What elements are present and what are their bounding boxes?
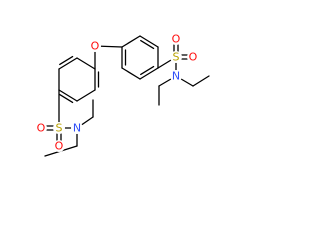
ring-bond (76, 89, 96, 102)
atom-label-o-left-2: O (55, 140, 64, 153)
ring-double-bond (140, 65, 155, 76)
bond-lines (40, 35, 210, 157)
atom-label-o-right-2: O (189, 51, 198, 64)
ring-bond (139, 67, 159, 80)
ring-double-bond (59, 55, 74, 66)
atom-label-o-right-1: O (172, 33, 181, 46)
atom-label-background (53, 122, 65, 134)
ring-double-bond (140, 39, 155, 50)
atom-label-n-right: N (172, 70, 180, 83)
atom-label-background (53, 140, 65, 152)
atom-label-background (89, 40, 101, 52)
atom-label-s-right: S (173, 51, 180, 64)
ring-bond (121, 35, 141, 48)
ring-bond (76, 57, 96, 70)
atom-label-background (35, 122, 47, 134)
ring-double-bond (59, 93, 74, 104)
atom-label-background (170, 33, 182, 45)
atom-label-background (71, 122, 83, 134)
ring-bond (58, 57, 78, 70)
atom-label-o-left-1: O (37, 122, 46, 135)
ring-bond (139, 35, 159, 48)
atom-label-s-left: S (56, 122, 63, 135)
atom-label-background (170, 70, 182, 82)
ring-bond (121, 67, 141, 80)
atom-label-background (187, 51, 199, 63)
ethyl-bond (192, 75, 210, 87)
atom-label-n-left: N (73, 122, 81, 135)
atom-label-o-bridge: O (91, 40, 100, 53)
ring-bond (58, 89, 78, 102)
atom-label-background (170, 51, 182, 63)
